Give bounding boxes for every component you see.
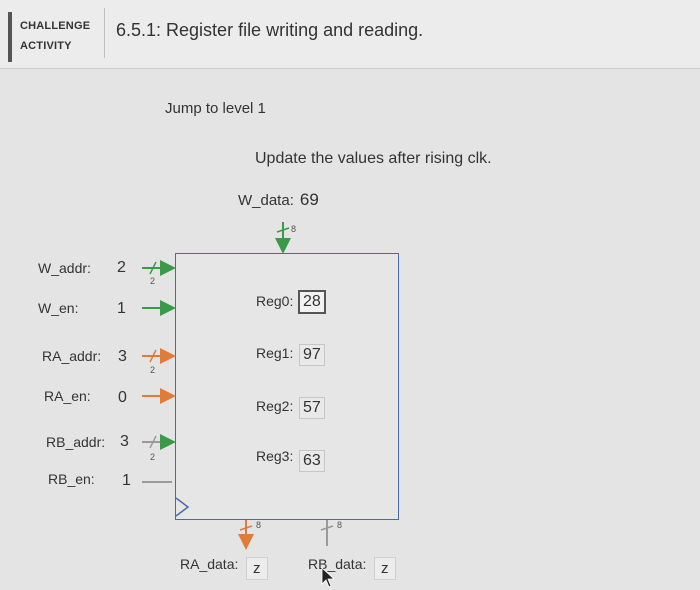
header-divider	[104, 8, 105, 58]
instruction-text: Update the values after rising clk.	[255, 150, 492, 167]
ra-en-label: RA_en:	[44, 388, 91, 404]
ra-en-value: 0	[118, 389, 127, 406]
rb-data-value[interactable]: z	[374, 557, 396, 580]
w-data-bus-tick	[276, 227, 290, 233]
rb-data-label: RB_data:	[308, 556, 367, 572]
reg3-label: Reg3:	[256, 448, 294, 464]
w-data-field: W_data: 69	[238, 190, 319, 210]
badge-line-2: ACTIVITY	[20, 40, 72, 52]
activity-header: CHALLENGE ACTIVITY 6.5.1: Register file …	[0, 0, 700, 69]
ra-data-bus-width: 8	[256, 520, 261, 530]
rb-data-bus-tick	[320, 525, 334, 531]
ra-data-value[interactable]: z	[246, 557, 268, 580]
w-addr-label: W_addr:	[38, 260, 91, 276]
w-addr-value: 2	[117, 259, 126, 276]
ra-addr-value: 3	[118, 348, 127, 365]
activity-title: 6.5.1: Register file writing and reading…	[116, 20, 424, 40]
reg1-label: Reg1:	[256, 345, 294, 361]
badge-line-1: CHALLENGE	[20, 20, 91, 32]
ra-data-label: RA_data:	[180, 556, 239, 572]
reg0-label: Reg0:	[256, 293, 294, 309]
rb-addr-value: 3	[120, 433, 129, 450]
rb-addr-bus-tick	[149, 435, 157, 449]
w-addr-bus-width: 2	[150, 276, 155, 286]
rb-en-label: RB_en:	[48, 471, 95, 487]
register-file-block	[175, 253, 399, 520]
jump-to-level-link[interactable]: Jump to level 1	[165, 100, 266, 117]
w-addr-bus-tick	[149, 261, 157, 275]
w-en-label: W_en:	[38, 300, 79, 316]
rb-addr-bus-width: 2	[150, 452, 155, 462]
ra-data-bus-tick	[239, 525, 253, 531]
rb-addr-label: RB_addr:	[46, 434, 106, 450]
w-en-value: 1	[117, 300, 126, 317]
reg0-value[interactable]: 28	[298, 290, 326, 314]
reg1-value[interactable]: 97	[299, 344, 325, 366]
rb-data-bus-width: 8	[337, 520, 342, 530]
rb-en-value: 1	[122, 472, 131, 489]
w-data-bus-width: 8	[291, 224, 296, 234]
clock-input-triangle	[175, 497, 190, 517]
reg3-value[interactable]: 63	[299, 450, 325, 472]
header-accent-bar	[8, 12, 12, 62]
ra-addr-bus-tick	[149, 349, 157, 363]
reg2-value[interactable]: 57	[299, 397, 325, 419]
w-data-value: 69	[299, 190, 319, 209]
challenge-activity-badge: CHALLENGE ACTIVITY	[20, 16, 100, 56]
mouse-cursor-icon	[321, 567, 336, 588]
w-data-label: W_data:	[238, 192, 294, 209]
ra-addr-bus-width: 2	[150, 365, 155, 375]
reg2-label: Reg2:	[256, 398, 294, 414]
ra-addr-label: RA_addr:	[42, 348, 102, 364]
